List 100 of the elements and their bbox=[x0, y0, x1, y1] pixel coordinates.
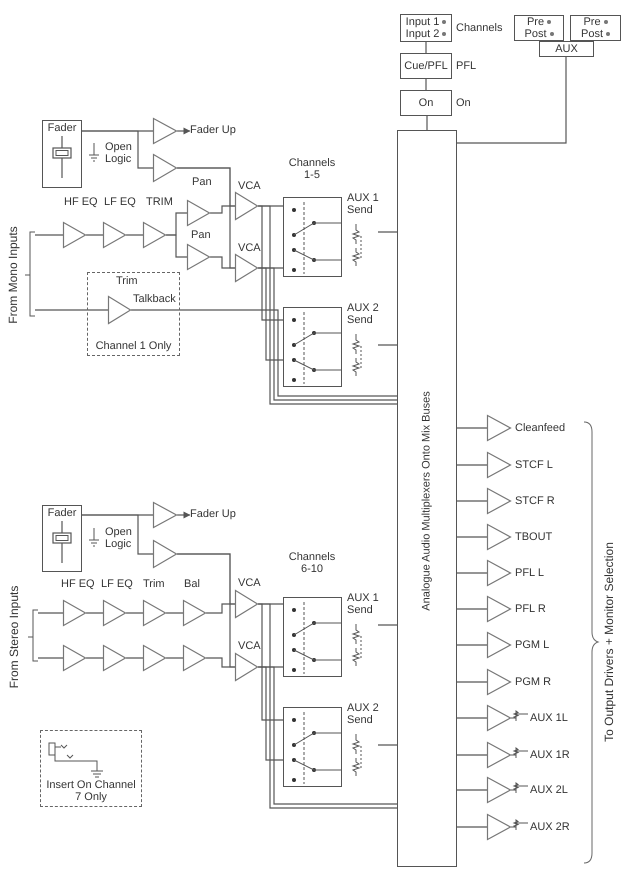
signal-line bbox=[126, 234, 143, 236]
box-label: AUX 2 Send bbox=[347, 302, 380, 326]
signal-line bbox=[206, 657, 235, 668]
side-label: VCA bbox=[238, 577, 261, 589]
amplifier-triangle bbox=[235, 590, 258, 618]
side-label: PGM R bbox=[515, 676, 552, 688]
side-label: Trim bbox=[116, 275, 138, 287]
cue-pfl-box bbox=[400, 53, 452, 79]
section-label: Channels 6-10 bbox=[288, 551, 336, 575]
amplifier-triangle bbox=[153, 502, 177, 528]
signal-line bbox=[457, 572, 487, 574]
signal-line bbox=[38, 612, 63, 614]
section-label: Open Logic bbox=[105, 526, 133, 550]
amplifier-triangle bbox=[103, 222, 126, 248]
box-label: Insert On Channel 7 Only bbox=[45, 779, 137, 803]
section-label: Bal bbox=[184, 578, 201, 590]
signal-line bbox=[258, 603, 397, 809]
signal-line bbox=[35, 309, 108, 311]
signal-line bbox=[126, 657, 143, 659]
box-label: Post bbox=[580, 28, 603, 40]
amplifier-triangle bbox=[187, 200, 210, 226]
channel-selector-box bbox=[400, 14, 452, 42]
dashed-group-box bbox=[87, 272, 180, 356]
signal-line bbox=[426, 116, 428, 130]
amplifier-triangle bbox=[143, 645, 166, 671]
signal-line bbox=[82, 514, 153, 555]
signal-line bbox=[86, 234, 103, 236]
section-label: Open Logic bbox=[105, 141, 133, 165]
signal-line bbox=[457, 789, 487, 791]
box-label: Input 1 bbox=[406, 16, 440, 28]
pre-post-selector-box bbox=[570, 15, 621, 41]
amplifier-triangle bbox=[487, 560, 511, 586]
box-label: Post bbox=[524, 28, 546, 40]
amplifier-triangle bbox=[487, 524, 511, 550]
box-label: Fader bbox=[48, 507, 76, 519]
amplifier-triangle bbox=[235, 192, 258, 220]
box-label: Analogue Audio Multiplexers Onto Mix Buses bbox=[422, 391, 432, 611]
aux-label-bar bbox=[539, 41, 594, 57]
section-label: HF EQ bbox=[61, 578, 95, 590]
side-label: AUX 2L bbox=[530, 784, 568, 796]
amplifier-triangle bbox=[153, 154, 177, 182]
dashed-group-box bbox=[40, 730, 142, 807]
amplifier-triangle bbox=[487, 742, 511, 768]
side-label: VCA bbox=[238, 242, 261, 254]
side-label: PFL bbox=[456, 60, 476, 72]
amplifier-triangle bbox=[187, 244, 210, 270]
section-label: Channels 1-5 bbox=[288, 157, 336, 181]
side-label: AUX 2R bbox=[530, 821, 570, 833]
section-label: From Mono Inputs bbox=[6, 226, 20, 324]
amplifier-triangle bbox=[103, 645, 126, 671]
signal-line bbox=[38, 657, 63, 659]
amplifier-triangle bbox=[153, 118, 177, 144]
signal-line bbox=[378, 231, 397, 233]
signal-line bbox=[378, 744, 397, 746]
signal-line bbox=[126, 612, 143, 614]
amplifier-triangle bbox=[143, 222, 166, 248]
signal-line bbox=[425, 42, 427, 53]
box-label: AUX 1 Send bbox=[347, 192, 380, 216]
box-label: AUX 1 Send bbox=[347, 592, 380, 616]
amplifier-triangle bbox=[153, 540, 177, 568]
side-label: HF EQ bbox=[64, 196, 98, 208]
side-label: VCA bbox=[238, 640, 261, 652]
box-label: On bbox=[418, 97, 434, 109]
signal-line bbox=[206, 603, 235, 614]
signal-label: Fader Up bbox=[190, 124, 236, 136]
side-label: STCF R bbox=[515, 495, 555, 507]
side-label: PFL R bbox=[515, 603, 546, 615]
side-label: AUX 1R bbox=[530, 749, 570, 761]
side-label: AUX 1L bbox=[530, 712, 568, 724]
signal-line bbox=[210, 205, 235, 214]
side-label: On bbox=[456, 97, 471, 109]
amplifier-triangle bbox=[487, 488, 511, 514]
amplifier-triangle bbox=[487, 669, 511, 695]
mix-bus-block bbox=[397, 130, 457, 867]
signal-line bbox=[457, 464, 487, 466]
signal-line bbox=[166, 612, 183, 614]
signal-line bbox=[166, 234, 187, 258]
fader-box bbox=[42, 120, 82, 188]
amplifier-triangle bbox=[183, 600, 206, 626]
section-label: Pan bbox=[191, 229, 212, 241]
side-label: STCF L bbox=[515, 459, 553, 471]
signal-line bbox=[166, 657, 183, 659]
signal-line bbox=[210, 256, 235, 269]
box-label: Pre bbox=[526, 16, 544, 28]
box-label: Cue/PFL bbox=[404, 60, 448, 72]
signal-line bbox=[258, 267, 397, 401]
section-label: LF EQ bbox=[101, 578, 134, 590]
side-label: Channels bbox=[456, 22, 502, 34]
amplifier-triangle bbox=[487, 777, 511, 803]
signal-line bbox=[131, 309, 397, 397]
signal-line bbox=[457, 717, 487, 719]
side-label: Cleanfeed bbox=[515, 422, 566, 434]
amplifier-triangle bbox=[487, 814, 511, 840]
box-label: Pre bbox=[583, 16, 601, 28]
amplifier-triangle bbox=[487, 415, 511, 441]
arrow bbox=[177, 127, 190, 135]
side-label: Talkback bbox=[133, 293, 176, 305]
signal-line bbox=[457, 500, 487, 502]
amplifier-triangle bbox=[487, 452, 511, 478]
signal-line bbox=[425, 79, 427, 90]
